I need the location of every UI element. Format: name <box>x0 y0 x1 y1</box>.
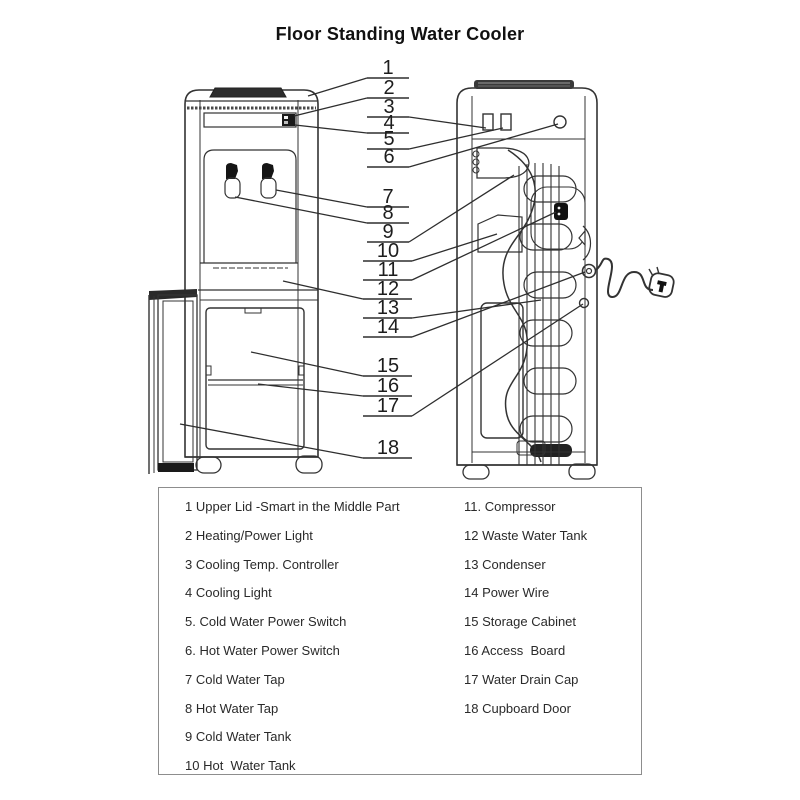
legend-item: 15 Storage Cabinet <box>464 614 577 630</box>
legend-item: 12 Waste Water Tank <box>464 527 588 543</box>
leader-1 <box>307 77 368 97</box>
legend-column-left: 1 Upper Lid -Smart in the Middle Part 2 … <box>185 493 455 781</box>
rear-lower-panel <box>480 302 524 439</box>
power-switch-left <box>482 113 494 131</box>
rear-foot-right <box>568 463 596 480</box>
callout-number-14: 14 <box>377 316 399 338</box>
tap-right <box>260 163 277 199</box>
leader-lines <box>179 77 586 459</box>
rear-foot-left <box>462 464 490 480</box>
legend-item: 10 Hot Water Tank <box>185 758 296 774</box>
callout-number-7: 7 <box>382 186 393 208</box>
tap-left <box>224 163 241 199</box>
leader-17 <box>411 303 584 417</box>
callout-number-18: 18 <box>377 437 399 459</box>
legend-item: 2 Heating/Power Light <box>185 527 313 543</box>
leader-2 <box>293 97 368 117</box>
cupboard-opening <box>205 307 305 450</box>
wire-clamp <box>578 225 592 261</box>
callout-number-1: 1 <box>382 57 393 79</box>
leader-13 <box>411 299 542 319</box>
callout-number-9: 9 <box>382 221 393 243</box>
leader-6 <box>408 123 559 168</box>
callout-number-15: 15 <box>377 355 399 377</box>
rear-view <box>456 80 675 480</box>
leader-12 <box>282 280 364 300</box>
temp-controller-knob <box>553 115 567 129</box>
display-strip <box>203 112 297 128</box>
callout-number-4: 4 <box>383 112 394 134</box>
water-tank-top <box>472 147 530 179</box>
compressor-terminal <box>554 203 568 220</box>
legend-item: 17 Water Drain Cap <box>464 671 579 687</box>
leader-4 <box>294 124 368 134</box>
leader-18 <box>179 423 364 459</box>
rear-top-cap <box>474 80 574 89</box>
page-title: Floor Standing Water Cooler <box>275 24 525 44</box>
callout-number-11: 11 <box>378 259 399 281</box>
legend-column-right: 11. Compressor 12 Waste Water Tank 13 Co… <box>464 493 639 723</box>
leader-11 <box>411 211 557 281</box>
leader-5 <box>408 127 504 150</box>
legend-item: 6. Hot Water Power Switch <box>185 642 340 658</box>
top-lid <box>209 87 287 98</box>
legend-item: 5. Cold Water Power Switch <box>185 614 347 630</box>
leader-16 <box>257 383 364 397</box>
water-tank-lower <box>477 214 523 253</box>
condenser-wires <box>518 163 560 465</box>
leader-10 <box>411 233 498 262</box>
callout-number-8: 8 <box>382 202 393 224</box>
callout-number-2: 2 <box>383 77 394 99</box>
legend-table: 1 Upper Lid -Smart in the Middle Part 2 … <box>158 487 642 775</box>
legend-item: 18 Cupboard Door <box>464 700 571 716</box>
leader-9 <box>408 174 515 243</box>
legend-item: 16 Access Board <box>464 642 566 658</box>
power-switch-right <box>500 113 512 131</box>
legend-item: 3 Cooling Temp. Controller <box>185 556 339 572</box>
legend-item: 4 Cooling Light <box>185 585 272 601</box>
front-foot-left <box>195 456 222 474</box>
leader-3 <box>408 116 487 129</box>
power-plug <box>648 266 675 298</box>
callout-number-16: 16 <box>377 375 399 397</box>
power-cord <box>581 257 675 298</box>
legend-item: 14 Power Wire <box>464 585 550 601</box>
callout-numbers: 1 2 3 4 5 6 7 8 9 10 11 12 13 14 15 16 1… <box>363 57 412 459</box>
cupboard-door <box>148 289 198 474</box>
indicator-lights <box>282 114 295 126</box>
front-view <box>148 87 323 474</box>
callout-number-13: 13 <box>377 297 399 319</box>
callout-number-12: 12 <box>377 278 399 300</box>
leader-7 <box>275 189 368 208</box>
legend-item: 7 Cold Water Tap <box>185 671 285 687</box>
tank-insulation-outline <box>502 149 542 463</box>
callout-number-10: 10 <box>377 240 399 262</box>
legend-item: 1 Upper Lid -Smart in the Middle Part <box>185 499 400 514</box>
callout-number-17: 17 <box>377 395 399 417</box>
callout-number-5: 5 <box>383 128 394 150</box>
drain-cap <box>578 297 590 309</box>
leader-15 <box>250 351 364 377</box>
front-foot-right <box>295 455 323 474</box>
compressor-body <box>530 186 586 250</box>
callout-number-6: 6 <box>383 146 394 168</box>
leader-8 <box>234 196 368 224</box>
legend-item: 8 Hot Water Tap <box>185 700 279 716</box>
callout-number-3: 3 <box>383 96 394 118</box>
legend-item: 13 Condenser <box>464 556 546 572</box>
condenser-coils <box>519 175 577 443</box>
leader-14 <box>411 271 586 338</box>
legend-item: 11. Compressor <box>464 499 556 514</box>
legend-item: 9 Cold Water Tank <box>185 729 292 745</box>
